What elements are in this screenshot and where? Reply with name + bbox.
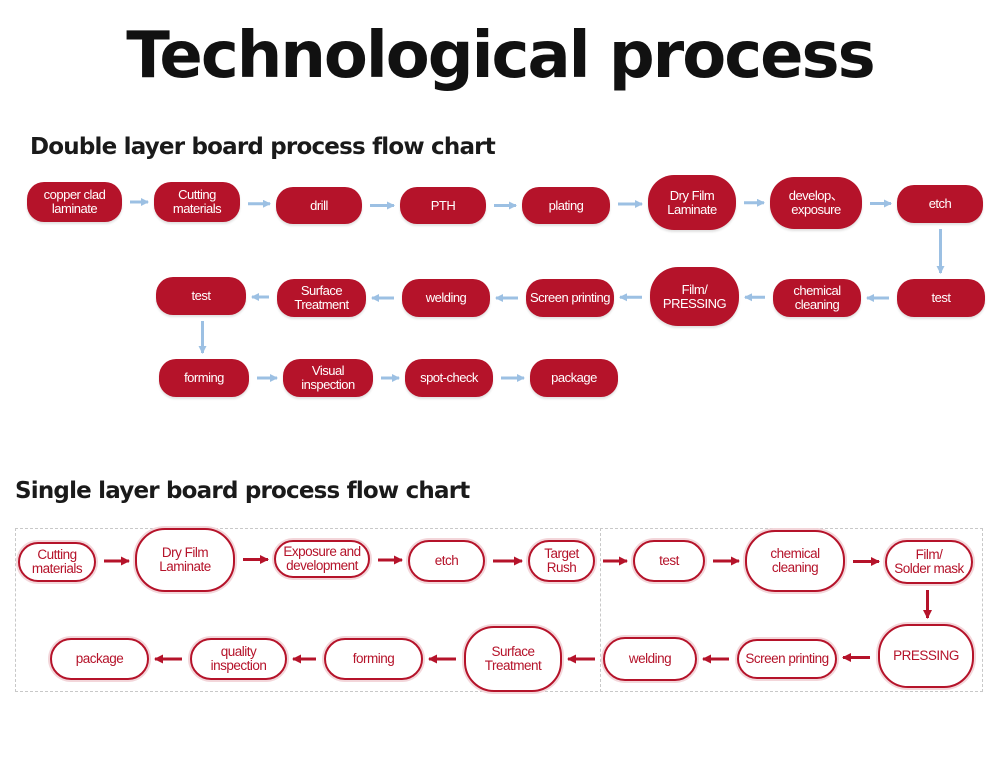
step-exposure-and-development: Exposure and development — [274, 540, 370, 578]
step-package: package — [50, 638, 149, 680]
step-dry-film-laminate: Dry Film Laminate — [648, 175, 736, 230]
step-welding: welding — [402, 279, 490, 317]
step-screen-printing: Screen printing — [737, 639, 837, 679]
step-develop-exposure: develop、 exposure — [770, 177, 862, 229]
step-copper-clad-laminate: copper clad laminate — [27, 182, 122, 222]
single-flow-divider — [600, 528, 601, 692]
step-drill: drill — [276, 187, 362, 224]
step-welding: welding — [603, 637, 697, 681]
step-test: test — [633, 540, 705, 582]
step-dry-film-laminate: Dry Film Laminate — [135, 528, 235, 592]
step-screen-printing: Screen printing — [526, 279, 614, 317]
step-pth: PTH — [400, 187, 486, 224]
step-film-solder-mask: Film/ Solder mask — [885, 540, 973, 584]
step-pressing: PRESSING — [878, 624, 974, 688]
step-target-rush: Target Rush — [528, 540, 595, 582]
step-test-row2: test — [897, 279, 985, 317]
double-layer-heading: Double layer board process flow chart — [30, 134, 496, 160]
step-visual-inspection: Visual inspection — [283, 359, 373, 397]
step-etch: etch — [408, 540, 485, 582]
step-chemical-cleaning: chemical cleaning — [773, 279, 861, 317]
step-forming: forming — [324, 638, 423, 680]
step-surface-treatment: Surface Treatment — [464, 626, 562, 692]
step-spot-check: spot-check — [405, 359, 493, 397]
single-layer-heading: Single layer board process flow chart — [15, 478, 470, 504]
step-cutting-materials: Cutting materials — [18, 542, 96, 582]
step-forming: forming — [159, 359, 249, 397]
step-etch: etch — [897, 185, 983, 223]
step-cutting-materials: Cutting materials — [154, 182, 240, 222]
step-quality-inspection: quality inspection — [190, 638, 287, 680]
step-chemical-cleaning: chemical cleaning — [745, 530, 845, 592]
step-plating: plating — [522, 187, 610, 224]
step-package: package — [530, 359, 618, 397]
step-surface-treatment: Surface Treatment — [277, 279, 366, 317]
page-title: Technological process — [126, 19, 875, 93]
step-film-pressing: Film/ PRESSING — [650, 267, 739, 326]
step-test-row2-end: test — [156, 277, 246, 315]
